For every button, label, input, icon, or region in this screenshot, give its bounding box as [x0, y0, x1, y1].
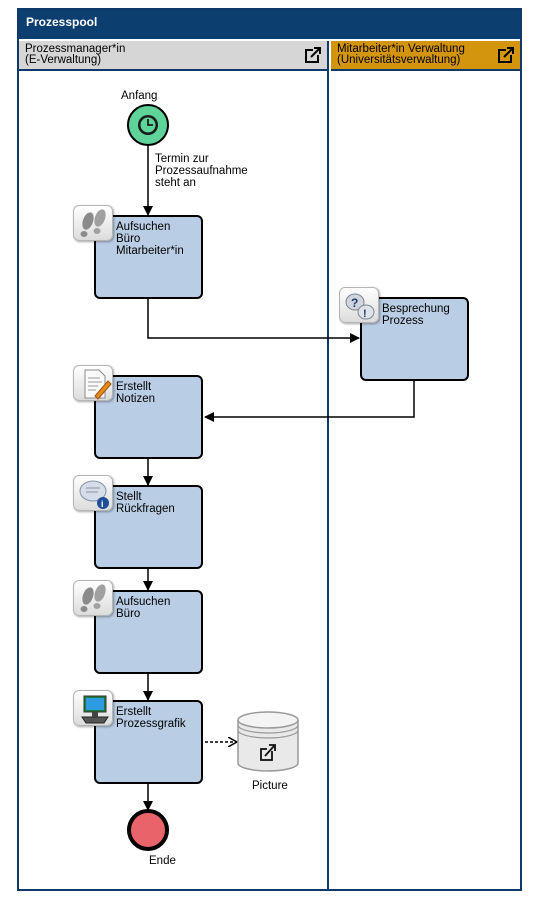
svg-text:?: ? — [351, 296, 358, 310]
external-link-icon — [260, 742, 276, 761]
svg-text:i: i — [101, 499, 104, 509]
task-label: Aufsuchen Büro Mitarbeiter*in — [116, 221, 184, 257]
pool-header: Prozesspool — [19, 10, 520, 39]
task-label: Besprechung Prozess — [382, 303, 450, 327]
data-store-picture[interactable] — [237, 711, 299, 772]
timer-icon — [138, 115, 158, 135]
pool-title: Prozesspool — [26, 15, 98, 29]
task-stellt-rueckfragen[interactable]: i Stellt Rückfragen — [73, 475, 203, 569]
task-besprechung-prozess[interactable]: ? ! Besprechung Prozess — [339, 287, 469, 381]
computer-icon — [73, 690, 113, 726]
lane-prozessmanager: Prozessmanager*in (E-Verwaltung) — [19, 41, 329, 889]
external-link-icon[interactable] — [304, 46, 322, 64]
discussion-icon: ? ! — [339, 287, 379, 323]
sequence-flow — [147, 299, 360, 343]
task-erstellt-prozessgrafik[interactable]: Erstellt Prozessgrafik — [73, 690, 203, 784]
end-event-label: Ende — [149, 855, 176, 867]
start-event[interactable] — [127, 104, 169, 146]
start-event-label: Anfang — [121, 90, 158, 102]
lane-title: Prozessmanager*in (E-Verwaltung) — [25, 43, 126, 66]
end-event[interactable] — [127, 809, 169, 851]
lane-header: Mitarbeiter*in Verwaltung (Universitätsv… — [331, 41, 520, 71]
sequence-flow — [204, 380, 415, 422]
task-aufsuchen-buero[interactable]: Aufsuchen Büro — [73, 580, 203, 674]
external-link-icon[interactable] — [497, 46, 515, 64]
data-store-label: Picture — [252, 780, 288, 792]
process-pool: Prozesspool Prozessmanager*in (E-Verwalt… — [17, 8, 522, 891]
task-label: Aufsuchen Büro — [116, 596, 171, 620]
notes-icon — [73, 365, 113, 401]
inquiry-icon: i — [73, 475, 113, 511]
footprints-icon — [73, 205, 113, 241]
lane-mitarbeiter-verwaltung: Mitarbeiter*in Verwaltung (Universitätsv… — [331, 41, 520, 889]
footprints-icon — [73, 580, 113, 616]
task-label: Erstellt Notizen — [116, 381, 155, 405]
lane-header: Prozessmanager*in (E-Verwaltung) — [19, 41, 327, 71]
task-aufsuchen-buero-mitarbeiter[interactable]: Aufsuchen Büro Mitarbeiter*in — [73, 205, 203, 299]
flow-condition-label: Termin zur Prozessaufnahme steht an — [155, 153, 248, 189]
task-erstellt-notizen[interactable]: Erstellt Notizen — [73, 365, 203, 459]
svg-text:!: ! — [363, 308, 367, 320]
task-label: Stellt Rückfragen — [116, 491, 175, 515]
task-label: Erstellt Prozessgrafik — [116, 706, 186, 730]
lane-title: Mitarbeiter*in Verwaltung (Universitätsv… — [337, 43, 465, 66]
